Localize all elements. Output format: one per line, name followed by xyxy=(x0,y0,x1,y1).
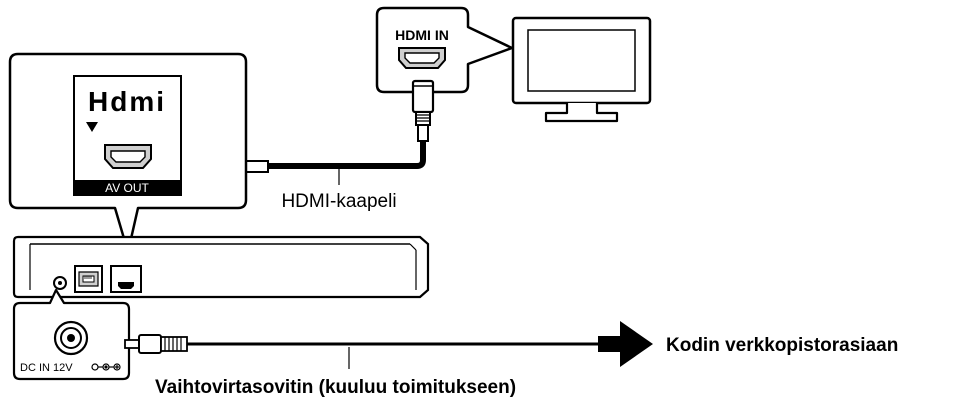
tv-icon xyxy=(511,16,652,123)
player xyxy=(12,235,430,299)
hdmi-port-icon xyxy=(104,144,152,169)
mains-outlet-label: Kodin verkkopistorasiaan xyxy=(666,335,898,356)
dc-jack-icon xyxy=(53,276,67,290)
dc-in-label: DC IN 12V xyxy=(20,362,73,374)
dc-cable: Vaihtovirtasovitin (kuuluu toimitukseen)… xyxy=(124,321,898,398)
hdmi-port-icon xyxy=(398,47,446,69)
hdmi-in-label: HDMI IN xyxy=(395,27,449,43)
dc-in-callout: DC IN 12V xyxy=(12,288,131,381)
hdmi-in-callout: HDMI IN xyxy=(375,6,514,94)
ac-adapter-label: Vaihtovirtasovitin (kuuluu toimitukseen) xyxy=(155,377,516,398)
hdmi-logo: Hdmi xyxy=(88,86,166,117)
hdmi-plug-icon xyxy=(411,79,435,142)
hdmi-port-icon xyxy=(110,265,142,293)
arrow-right-icon xyxy=(598,321,653,367)
down-triangle-icon xyxy=(86,122,98,132)
hdmi-cable-label: HDMI-kaapeli xyxy=(281,191,396,212)
dc-jack-icon xyxy=(53,320,89,356)
av-out-label: AV OUT xyxy=(105,181,149,195)
dc-plug-icon xyxy=(124,334,188,354)
av-out-callout: Hdmi AV OUT xyxy=(8,52,248,254)
polarity-icon xyxy=(91,363,121,371)
av-out-panel xyxy=(73,75,182,196)
ethernet-port-icon xyxy=(74,265,103,293)
